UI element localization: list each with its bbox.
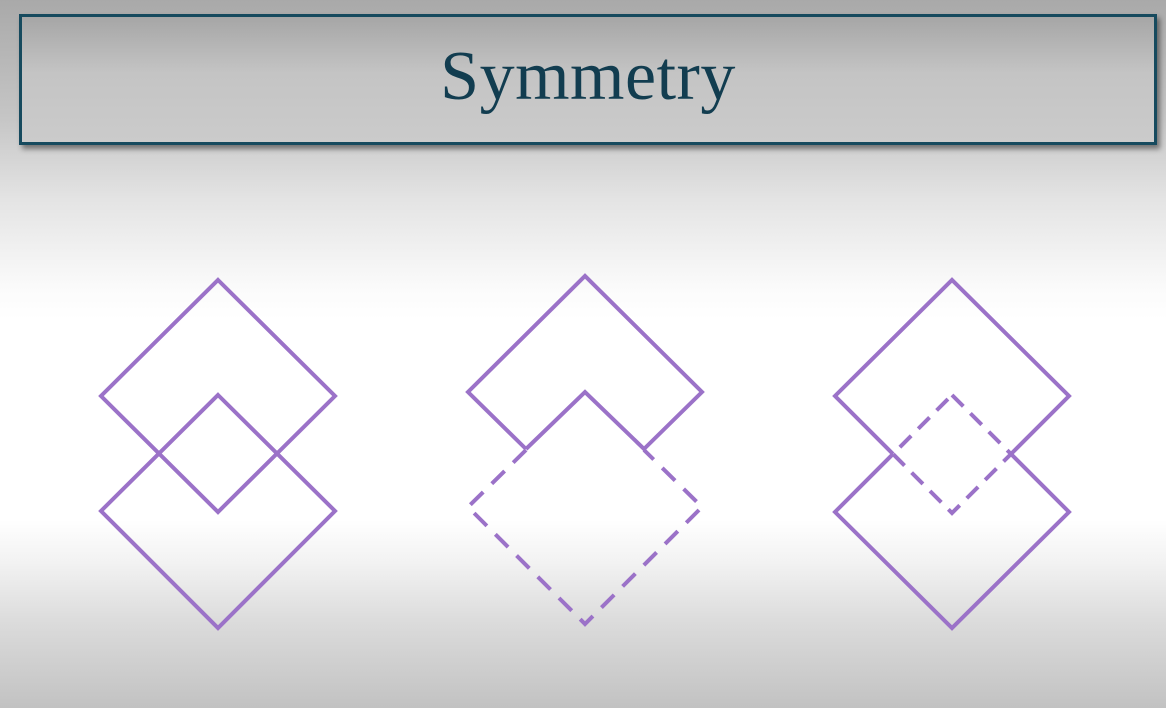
title-box: Symmetry bbox=[19, 14, 1157, 145]
figure-2-half-dashed bbox=[465, 273, 705, 627]
figure-3-bottom-outline bbox=[832, 452, 1072, 631]
figure-1-solid-diamonds bbox=[98, 277, 338, 631]
figure-1-bottom-diamond bbox=[98, 392, 338, 631]
slide-title: Symmetry bbox=[440, 37, 736, 115]
figure-3-overlap-dashed-diamond bbox=[890, 392, 1014, 516]
figure-2-bottom-dashed-outline bbox=[465, 448, 705, 627]
figure-3-overlap-dashed bbox=[832, 277, 1072, 631]
figure-1-top-diamond bbox=[98, 277, 338, 515]
figure-2-top-outline bbox=[465, 273, 705, 452]
figure-3-top-outline bbox=[832, 277, 1072, 456]
